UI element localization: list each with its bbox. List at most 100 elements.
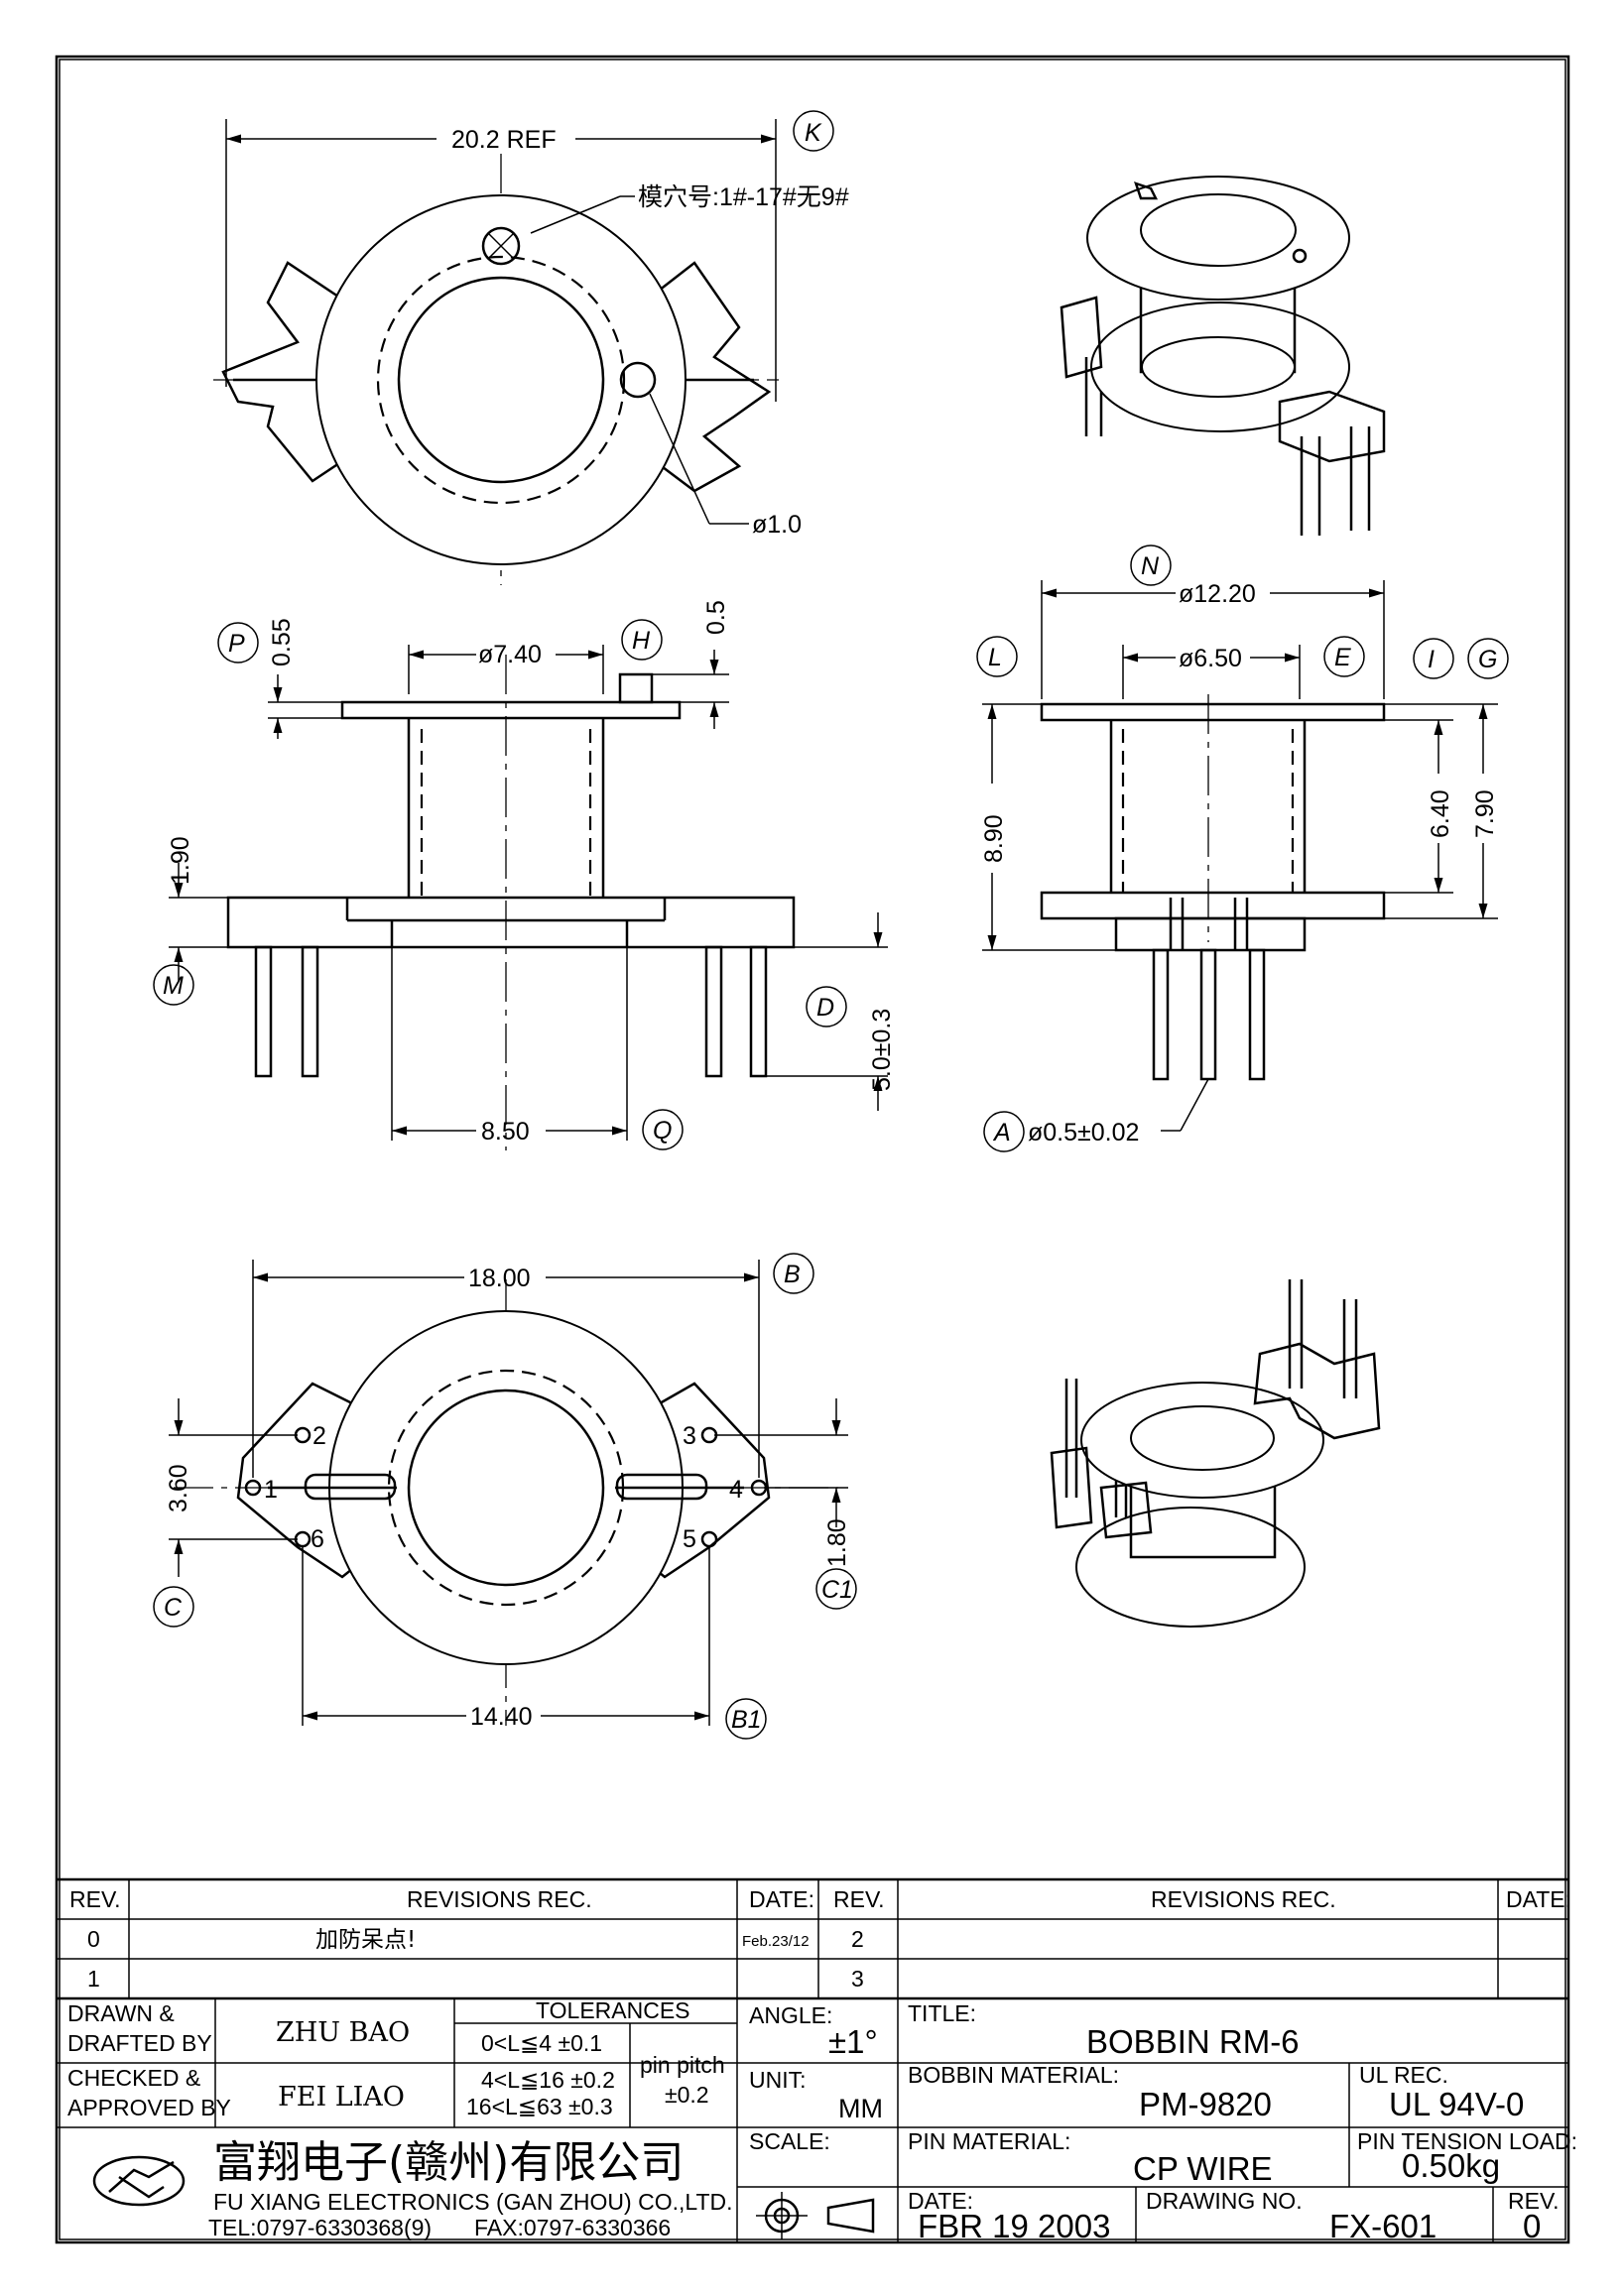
company-fax: FAX:0797-6330366 — [474, 2215, 671, 2240]
dim-dia-740: ø7.40 — [478, 641, 542, 668]
dim-360: 3.60 — [165, 1464, 192, 1512]
bottom-view: 2 1 6 3 4 5 18.00 B 14.40 B1 3.60 C 1 — [153, 1253, 857, 1740]
ul-value: UL 94V-0 — [1389, 2086, 1524, 2122]
drawing-no-label: DRAWING NO. — [1146, 2188, 1303, 2214]
tol-row-1: 0<L≦4 ±0.1 — [481, 2030, 602, 2056]
projection-symbol-icon — [756, 2192, 875, 2239]
label-b: B — [784, 1261, 801, 1288]
dim-hole-dia: ø1.0 — [752, 511, 802, 539]
ul-label: UL REC. — [1359, 2062, 1448, 2088]
dim-pin-dia: ø0.5±0.02 — [1028, 1119, 1139, 1147]
label-l: L — [988, 644, 1002, 671]
dim-790: 7.90 — [1471, 789, 1499, 838]
rev-row-1-num: 1 — [87, 1966, 100, 1992]
unit-label: UNIT: — [749, 2067, 807, 2093]
revisions-header-right: REVISIONS REC. — [1151, 1886, 1336, 1912]
tolerances-label: TOLERANCES — [536, 1997, 690, 2023]
label-a: A — [992, 1119, 1011, 1147]
drafted-label: DRAFTED BY — [67, 2030, 212, 2056]
company-logo-icon — [92, 2155, 186, 2207]
pin-material-value: CP WIRE — [1133, 2150, 1273, 2187]
label-b1: B1 — [731, 1706, 762, 1734]
front-view: ø7.40 H 0.55 P 0.5 1.90 M 5.0±0.3 D — [153, 600, 896, 1150]
dim-055: 0.55 — [268, 618, 296, 666]
scale-label: SCALE: — [749, 2128, 830, 2154]
drawn-name: ZHU BAO — [276, 2017, 410, 2048]
bobbin-material-value: PM-9820 — [1139, 2086, 1272, 2122]
inner-border — [59, 59, 1566, 2240]
company-tel: TEL:0797-6330368(9) — [208, 2215, 432, 2240]
dim-180: 1.80 — [823, 1518, 851, 1567]
dim-width-ref: 20.2 REF — [451, 126, 557, 154]
dim-dia-1220: ø12.20 — [1179, 580, 1256, 608]
isometric-view-bottom — [1050, 1279, 1381, 1628]
pin-1: 1 — [264, 1476, 278, 1504]
pin-tension-label: PIN TENSION LOAD: — [1357, 2128, 1577, 2154]
rev-header-right: REV. — [833, 1886, 885, 1912]
label-h: H — [632, 627, 651, 655]
title-value: BOBBIN RM-6 — [1086, 2023, 1300, 2060]
drawn-label: DRAWN & — [67, 2000, 175, 2026]
pin-2: 2 — [312, 1422, 326, 1450]
rev-row-0-num: 0 — [87, 1926, 100, 1952]
label-g: G — [1478, 646, 1497, 673]
dim-1440: 14.40 — [470, 1703, 533, 1731]
company-name-cn: 富翔电子(赣州)有限公司 — [213, 2137, 684, 2188]
rev-row-0-date: Feb.23/12 — [742, 1933, 810, 1950]
label-n: N — [1141, 552, 1160, 580]
rev-row-2-num: 2 — [851, 1926, 864, 1952]
label-c1: C1 — [821, 1576, 853, 1604]
label-d: D — [816, 994, 834, 1022]
approved-label: APPROVED BY — [67, 2095, 231, 2120]
bobbin-material-label: BOBBIN MATERIAL: — [908, 2062, 1119, 2088]
angle-value: ±1° — [828, 2023, 878, 2060]
pin-5: 5 — [683, 1525, 696, 1553]
dim-890: 8.90 — [980, 814, 1008, 863]
dim-1800: 18.00 — [468, 1265, 531, 1292]
top-view: 20.2 REF K 模穴号:1#-17#无9# ø1.0 — [213, 110, 849, 585]
rev-label: REV. — [1508, 2188, 1560, 2214]
date-header-left: DATE: — [749, 1886, 814, 1912]
cavity-note: 模穴号:1#-17#无9# — [638, 183, 849, 211]
pin-material-label: PIN MATERIAL: — [908, 2128, 1070, 2154]
label-m: M — [163, 972, 184, 1000]
unit-value: MM — [838, 2094, 883, 2123]
side-view: ø12.20 N ø6.50 L E I G 8.90 6.40 7.90 — [976, 544, 1509, 1152]
dim-640: 6.40 — [1427, 789, 1454, 838]
title-block: REV. REVISIONS REC. DATE: REV. REVISIONS… — [57, 1877, 1577, 2244]
pin-3: 3 — [683, 1422, 696, 1450]
label-e: E — [1334, 644, 1351, 671]
dim-dia-650: ø6.50 — [1179, 645, 1242, 672]
rev-row-0-text: 加防呆点! — [315, 1927, 416, 1953]
label-q: Q — [653, 1117, 672, 1145]
label-p: P — [228, 630, 245, 658]
dim-850: 8.50 — [481, 1118, 530, 1146]
pin-pitch-label: pin pitch — [640, 2052, 725, 2078]
label-k: K — [805, 119, 822, 147]
rev-header-left: REV. — [69, 1886, 121, 1912]
angle-label: ANGLE: — [749, 2002, 832, 2028]
rev-value: 0 — [1523, 2208, 1541, 2244]
dim-05: 0.5 — [702, 600, 730, 635]
checked-label: CHECKED & — [67, 2065, 200, 2091]
label-c: C — [164, 1594, 183, 1622]
rev-row-3-num: 3 — [851, 1966, 864, 1992]
dim-190: 1.90 — [167, 836, 194, 885]
pin-6: 6 — [311, 1525, 324, 1553]
isometric-view-top — [1060, 176, 1386, 536]
company-name-en: FU XIANG ELECTRONICS (GAN ZHOU) CO.,LTD. — [213, 2189, 733, 2215]
pin-pitch-value: ±0.2 — [665, 2082, 709, 2108]
dim-pin-length: 5.0±0.3 — [868, 1009, 896, 1091]
drawing-no-value: FX-601 — [1329, 2208, 1437, 2244]
date-header-right: DATE: — [1506, 1886, 1571, 1912]
outer-border — [55, 55, 1570, 2244]
tol-row-3: 16<L≦63 ±0.3 — [466, 2094, 613, 2119]
pin-4: 4 — [729, 1476, 743, 1504]
checked-name: FEI LIAO — [278, 2082, 405, 2113]
pin-tension-value: 0.50kg — [1402, 2147, 1500, 2184]
revisions-header-left: REVISIONS REC. — [407, 1886, 592, 1912]
date-value: FBR 19 2003 — [918, 2208, 1110, 2244]
date-label: DATE: — [908, 2188, 973, 2214]
tol-row-2: 4<L≦16 ±0.2 — [481, 2067, 615, 2093]
label-i: I — [1428, 646, 1435, 673]
